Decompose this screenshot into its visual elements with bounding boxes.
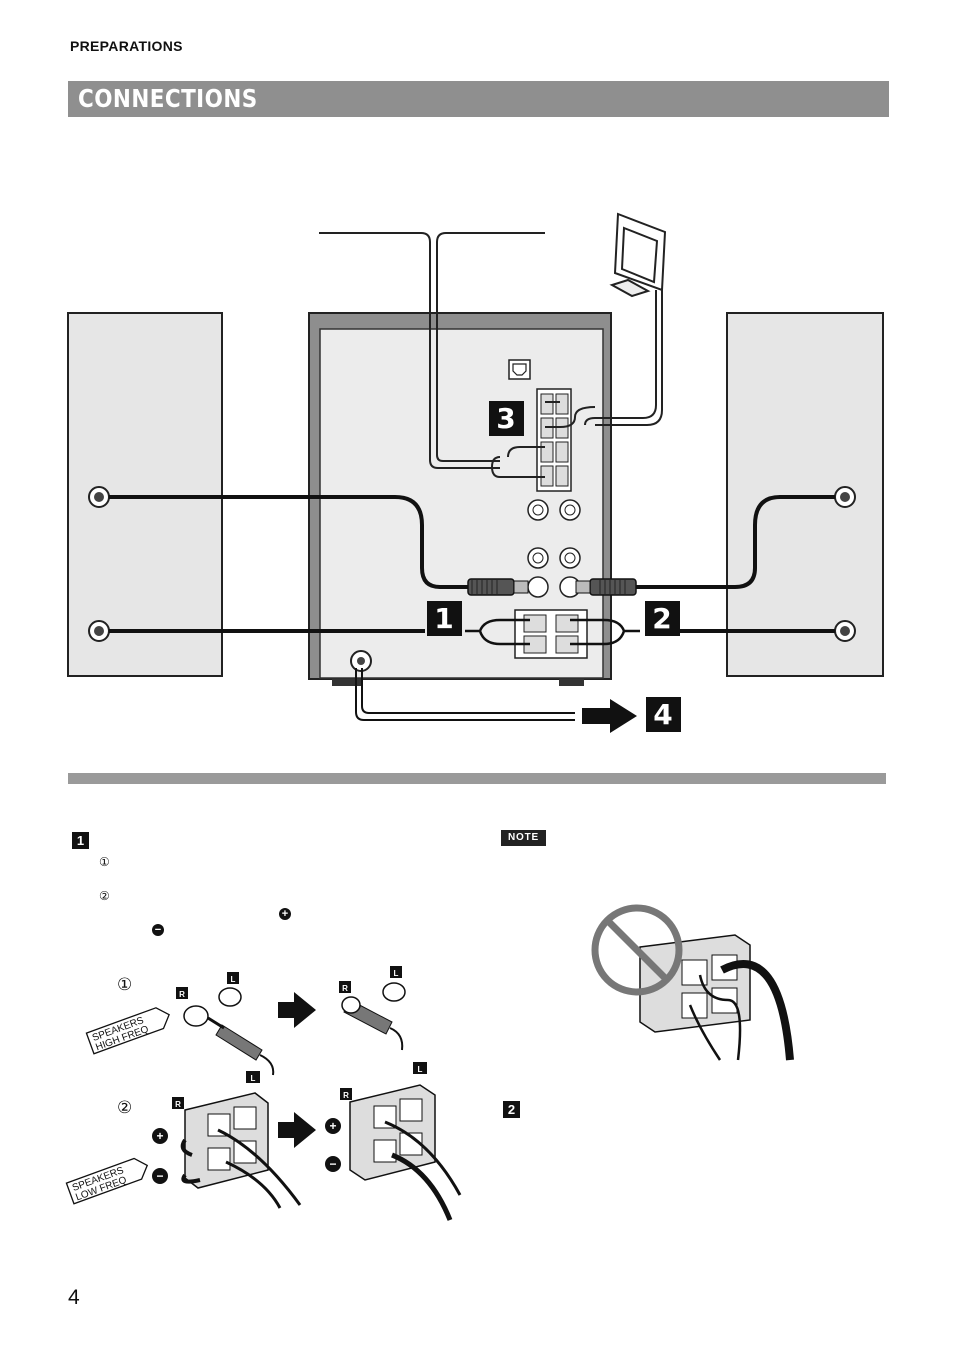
section-divider [68, 773, 886, 784]
callout-3: 3 [489, 401, 524, 436]
note-badge: NOTE [501, 830, 546, 846]
svg-text:−: − [156, 1169, 163, 1183]
left-speaker-terminal-high [88, 486, 110, 508]
callout-1: 1 [427, 601, 462, 636]
rca-plug-right [575, 578, 637, 596]
title-bar: CONNECTIONS [68, 81, 889, 117]
rca-jacks [527, 499, 581, 598]
svg-text:L: L [418, 1065, 423, 1074]
svg-text:+: + [329, 1119, 336, 1133]
step-1-substep-2-mark: ② [99, 889, 110, 903]
arrow-right-icon [278, 992, 316, 1028]
callout-4: 4 [646, 697, 681, 732]
minus-icon: − [152, 924, 164, 936]
high-freq-after: R L [339, 966, 406, 1051]
note-prohibited-figure [591, 904, 794, 1061]
fm-antenna [319, 232, 545, 478]
plus-icon: + [279, 908, 291, 920]
low-freq-after: R L + − [325, 1062, 462, 1221]
section-label: PREPARATIONS [70, 38, 183, 54]
callout-2: 2 [645, 601, 680, 636]
step-1-substep-1-mark: ① [99, 855, 110, 869]
page-number: 4 [68, 1286, 80, 1309]
arrow-right-icon [278, 1112, 316, 1148]
svg-text:R: R [179, 990, 185, 999]
high-freq-cables [109, 495, 835, 589]
step-1-badge: 1 [72, 832, 89, 849]
svg-text:−: − [329, 1157, 336, 1171]
svg-text:3: 3 [496, 402, 515, 435]
svg-text:②: ② [117, 1098, 132, 1118]
am-loop-antenna [545, 212, 667, 428]
svg-text:L: L [394, 969, 399, 978]
optical-jack [508, 359, 531, 380]
svg-text:L: L [251, 1074, 256, 1083]
svg-text:R: R [343, 1091, 349, 1100]
svg-text:+: + [156, 1129, 163, 1143]
rca-plug-left [467, 578, 529, 596]
page-title: CONNECTIONS [78, 84, 258, 113]
svg-text:4: 4 [653, 698, 672, 731]
high-freq-before: R L SPEAKERS HIGH FREQ [85, 972, 275, 1076]
svg-text:L: L [231, 975, 236, 984]
antenna-terminal-block [536, 388, 572, 492]
arrow-to-outlet [582, 699, 637, 733]
low-freq-before: R L + − SPEAKERS LOW FREQ [65, 1071, 302, 1209]
left-speaker [67, 312, 223, 677]
power-cord [350, 650, 575, 721]
right-speaker [726, 312, 884, 677]
svg-text:R: R [342, 984, 348, 993]
right-speaker-terminal-high [834, 486, 856, 508]
step-2-badge: 2 [503, 1101, 520, 1118]
svg-text:①: ① [117, 975, 132, 995]
svg-text:R: R [175, 1100, 181, 1109]
svg-text:1: 1 [434, 602, 453, 635]
svg-text:2: 2 [652, 602, 671, 635]
